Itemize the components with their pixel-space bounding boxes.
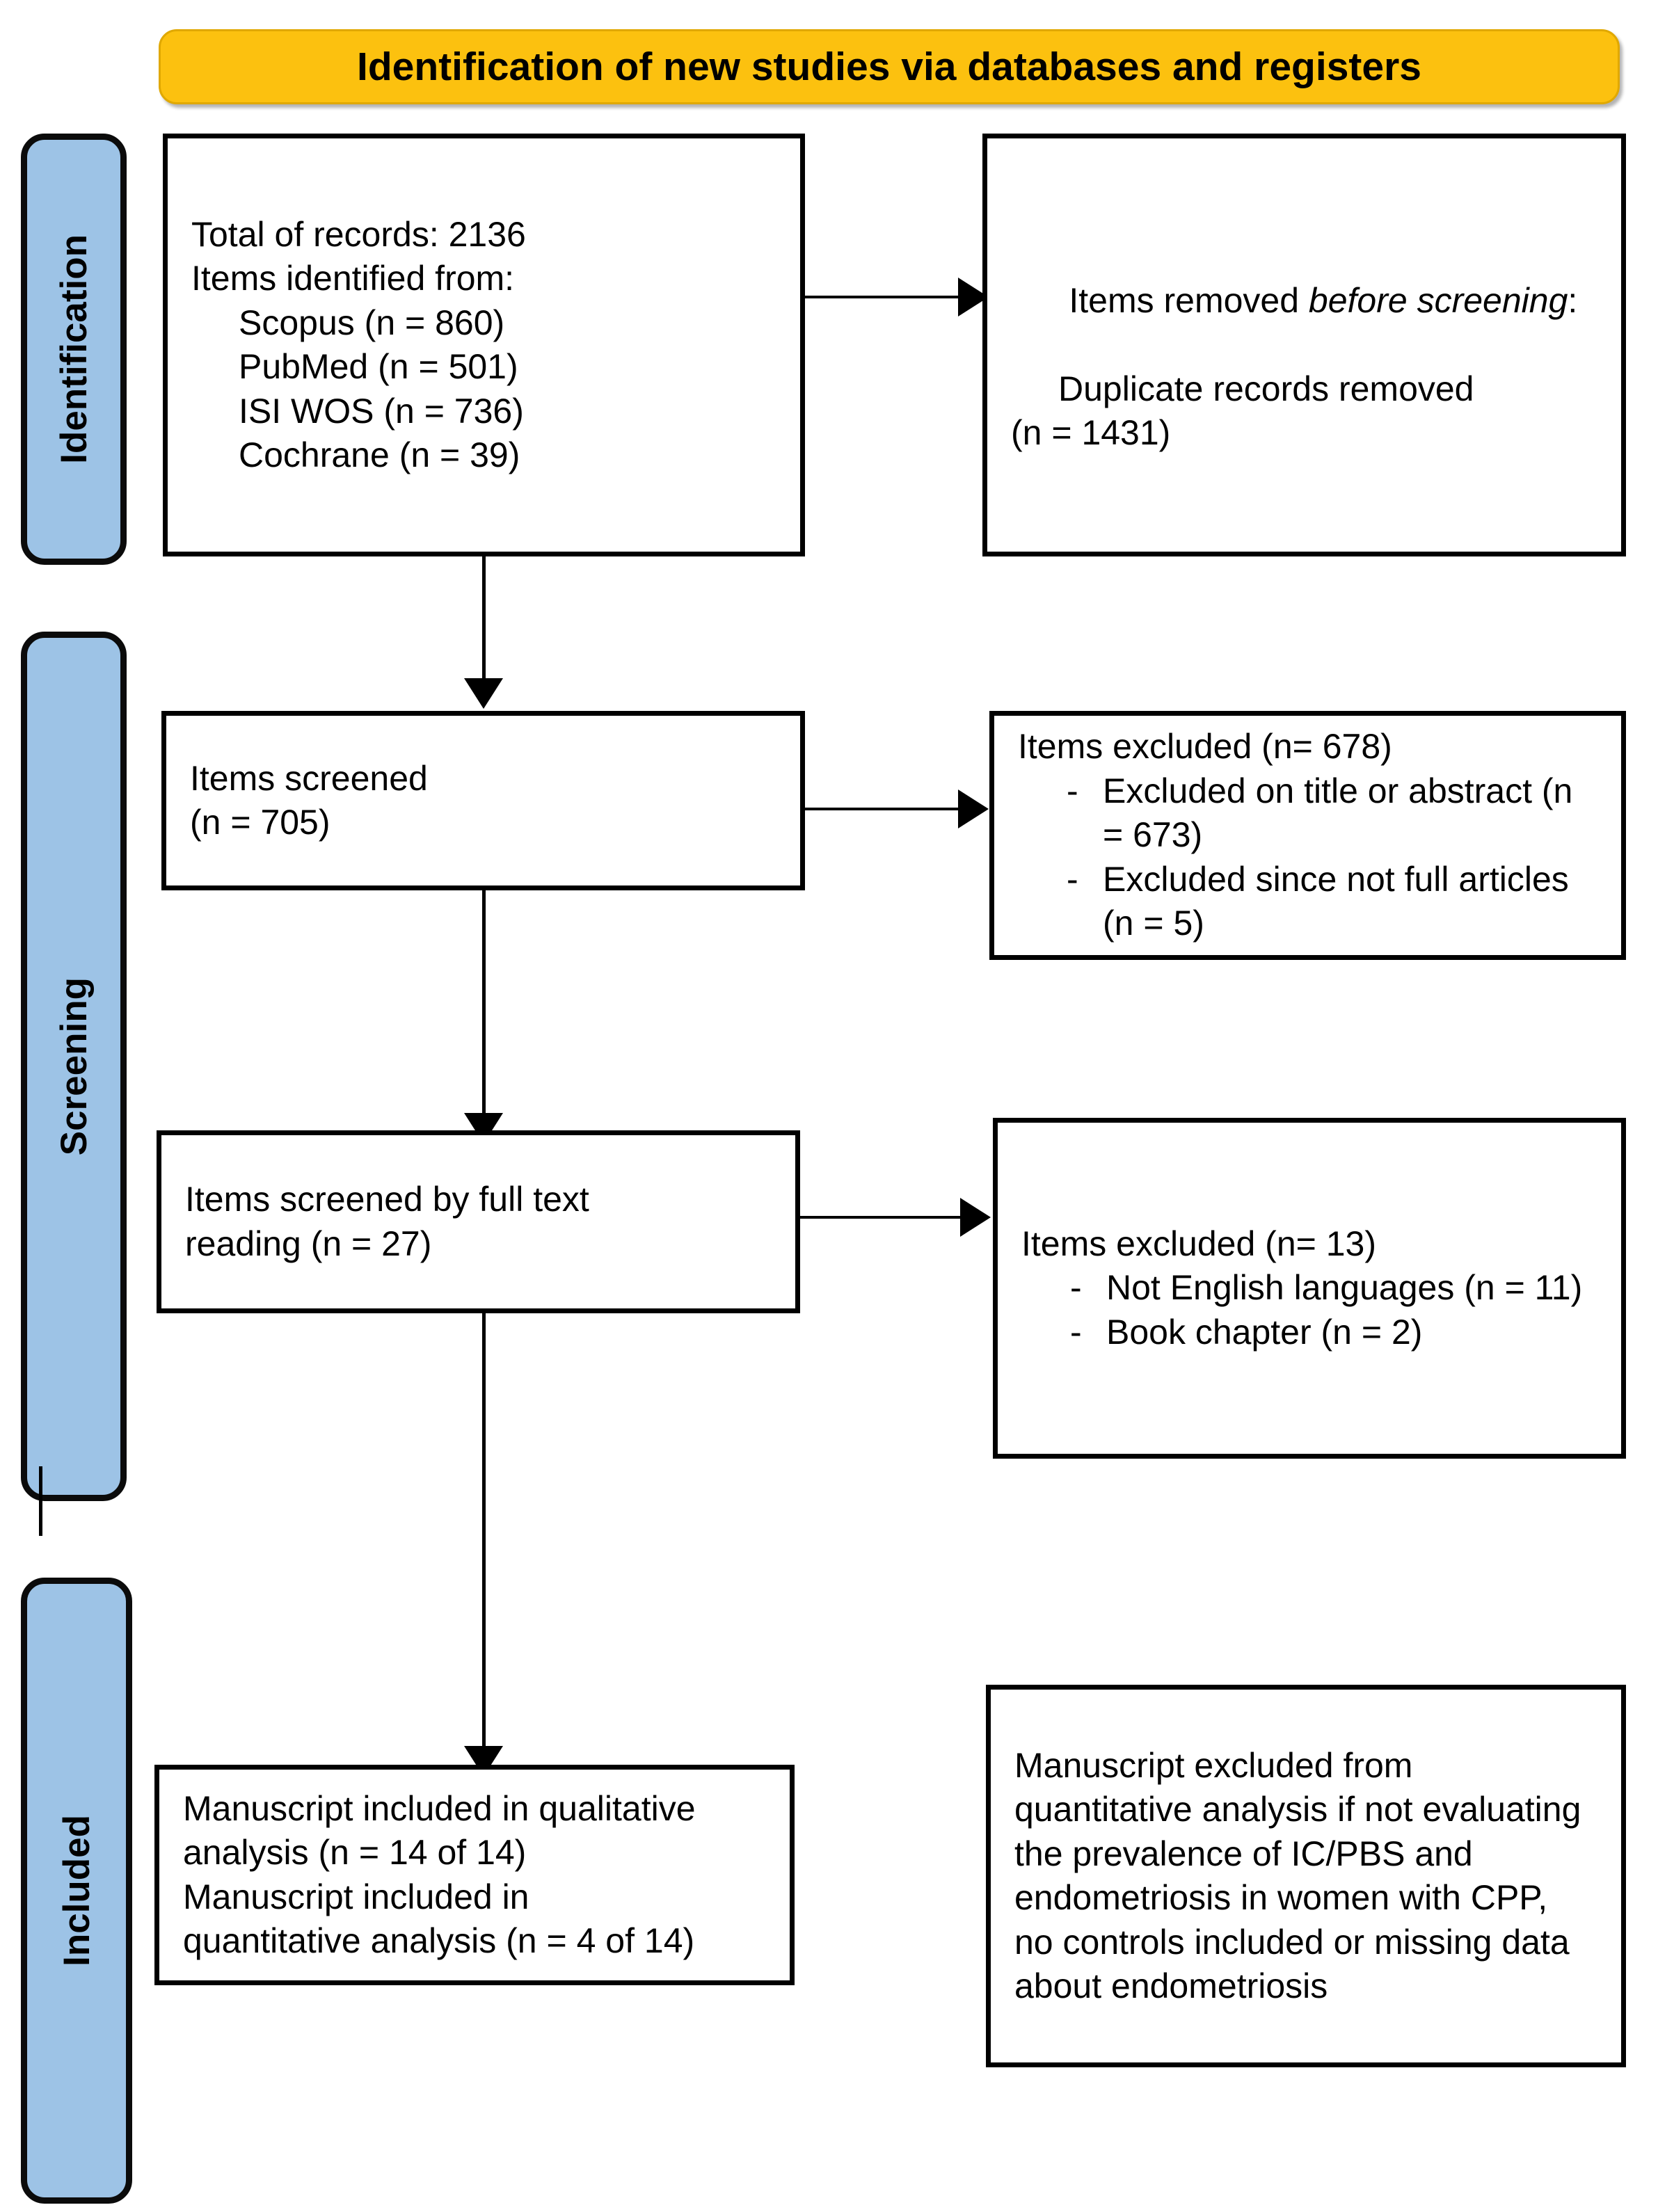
phase-identification-label: Identification — [53, 234, 95, 464]
bullet-text: Not English languages (n = 11) — [1106, 1268, 1583, 1308]
connector-identified-to-screened — [482, 556, 486, 682]
records-identified-source-pubmed: PubMed (n = 501) — [239, 347, 518, 386]
items-excluded-screening-header: Items excluded (n= 678) — [1018, 727, 1392, 767]
node-manuscripts-included: Manuscript included in qualitative analy… — [154, 1765, 795, 1985]
arrowhead-screened-to-excluded — [958, 790, 989, 828]
records-removed-heading: Items removed before screening: — [1011, 234, 1597, 367]
bullet-text: Excluded since not full articles (n = 5) — [1103, 859, 1569, 943]
node-records-identified: Total of records: 2136 Items identified … — [163, 134, 805, 556]
items-excluded-fulltext-bullet-1: - Not English languages (n = 11) — [1021, 1266, 1597, 1311]
phase-screening: Screening — [21, 632, 127, 1501]
phase-identification: Identification — [21, 134, 127, 565]
items-fulltext-line-2: reading (n = 27) — [185, 1224, 432, 1263]
records-identified-line-1: Total of records: 2136 — [191, 214, 526, 254]
items-screened-line-1: Items screened — [190, 758, 428, 798]
records-identified-source-scopus: Scopus (n = 860) — [239, 303, 505, 342]
manuscripts-included-line-3: Manuscript included in — [183, 1877, 529, 1916]
phase-included: Included — [21, 1578, 132, 2204]
items-excluded-screening-bullet-1: - Excluded on title or abstract (n = 673… — [1018, 769, 1597, 858]
arrowhead-identified-to-screened — [464, 678, 503, 709]
diagram-banner: Identification of new studies via databa… — [159, 29, 1620, 104]
manuscripts-excluded-text: Manuscript excluded from quantitative an… — [1014, 1745, 1591, 2006]
node-manuscripts-excluded: Manuscript excluded from quantitative an… — [986, 1685, 1626, 2067]
bullet-text: Excluded on title or abstract (n = 673) — [1103, 771, 1573, 855]
records-removed-heading-italic: before screening — [1308, 280, 1568, 320]
items-excluded-screening-bullet-2: - Excluded since not full articles (n = … — [1018, 858, 1597, 946]
records-identified-source-isiwos: ISI WOS (n = 736) — [239, 391, 524, 431]
node-records-removed: Items removed before screening: Duplicat… — [982, 134, 1626, 556]
phase-screening-tick — [39, 1466, 42, 1536]
node-items-screened: Items screened (n = 705) — [161, 711, 805, 890]
records-removed-detail-2: (n = 1431) — [1011, 413, 1171, 453]
records-identified-line-2: Items identified from: — [191, 259, 515, 298]
manuscripts-included-line-4: quantitative analysis (n = 4 of 14) — [183, 1921, 695, 1960]
connector-screened-to-excluded — [805, 808, 972, 810]
items-fulltext-line-1: Items screened by full text — [185, 1180, 589, 1219]
node-items-excluded-fulltext: Items excluded (n= 13) - Not English lan… — [993, 1118, 1626, 1459]
bullet-marker: - — [1070, 1312, 1082, 1352]
manuscripts-included-line-1: Manuscript included in qualitative — [183, 1788, 696, 1828]
arrowhead-fulltext-to-excluded — [960, 1198, 991, 1237]
records-removed-heading-suffix: : — [1568, 280, 1578, 320]
bullet-marker: - — [1070, 1268, 1082, 1308]
phase-included-label: Included — [56, 1815, 97, 1966]
connector-identified-to-removed — [805, 296, 972, 298]
connector-fulltext-to-included — [482, 1313, 486, 1758]
bullet-marker: - — [1067, 771, 1078, 810]
diagram-banner-title: Identification of new studies via databa… — [357, 44, 1421, 89]
records-identified-source-cochrane: Cochrane (n = 39) — [239, 435, 520, 474]
node-items-fulltext: Items screened by full text reading (n =… — [157, 1130, 800, 1313]
items-excluded-fulltext-bullet-2: - Book chapter (n = 2) — [1021, 1311, 1597, 1355]
manuscripts-included-line-2: analysis (n = 14 of 14) — [183, 1833, 527, 1872]
records-removed-heading-prefix: Items removed — [1069, 280, 1309, 320]
items-excluded-fulltext-header: Items excluded (n= 13) — [1021, 1224, 1376, 1263]
bullet-text: Book chapter (n = 2) — [1106, 1312, 1423, 1352]
node-items-excluded-screening: Items excluded (n= 678) - Excluded on ti… — [989, 711, 1626, 960]
items-screened-line-2: (n = 705) — [190, 803, 330, 842]
bullet-marker: - — [1067, 859, 1078, 899]
phase-screening-label: Screening — [53, 977, 95, 1156]
connector-screened-to-fulltext — [482, 890, 486, 1120]
records-removed-detail-1: Duplicate records removed — [1058, 369, 1474, 408]
connector-fulltext-to-excluded — [800, 1216, 974, 1219]
